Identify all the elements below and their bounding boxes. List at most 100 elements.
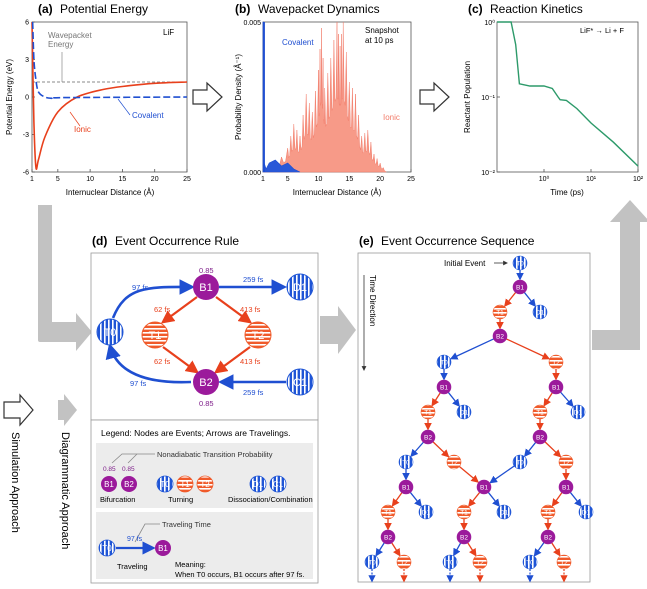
panel-a-xtick-label: 1 (30, 176, 34, 183)
tree-node: T1 (540, 504, 556, 520)
tree-node-circle (380, 529, 396, 545)
snapshot-time: at 10 ps (365, 36, 393, 45)
tree-node: B2 (540, 529, 556, 545)
tree-node-label: T0 (368, 560, 376, 567)
tree-node-circle (446, 454, 462, 470)
tree-edge (409, 492, 422, 507)
diagrammatic-approach-label: Diagrammatic Approach (59, 432, 71, 549)
arrow-d-to-e (320, 306, 356, 354)
tree-node: B2 (492, 328, 508, 344)
tree-node-label: B1 (480, 485, 488, 492)
tree-node-label: T0 (516, 460, 524, 467)
wavepacket-energy-label: Wavepacket Energy (48, 31, 94, 49)
tree-node: B1 (436, 379, 452, 395)
panel-a-xtick-label: 5 (56, 176, 60, 183)
legend-node-b2-label: B2 (124, 480, 134, 489)
tree-node: T1 (456, 504, 472, 520)
node-t2-label: T2 (252, 330, 265, 342)
tree-node-label: T1 (496, 310, 504, 317)
tree-node-label: B2 (424, 435, 432, 442)
tree-edge (506, 338, 551, 360)
tree-node-circle (522, 554, 538, 570)
ionic-density-area (262, 21, 387, 173)
tree-node-label: B2 (460, 535, 468, 542)
panel-b-xtick-label: 1 (261, 176, 265, 183)
panel-b: (b) Wavepacket Dynamics Probability Dens… (234, 2, 415, 197)
tree-node-label: D1 (422, 510, 431, 517)
tree-node-label: T0 (526, 560, 534, 567)
initial-event-label: Initial Event (444, 259, 486, 268)
tree-node-label: T1 (536, 410, 544, 417)
node-c1: C1 (286, 368, 314, 396)
tree-edge (375, 542, 385, 557)
tree-node-circle (558, 454, 574, 470)
tree-node-label: T0 (402, 460, 410, 467)
tree-node-circle (532, 304, 548, 320)
legend-prob1: 0.85 (103, 466, 116, 473)
legend-meaning-text: When T0 occurs, B1 occurs after 97 fs. (175, 570, 305, 579)
tree-node-circle (420, 429, 436, 445)
panel-d-letter: (d) (92, 234, 107, 248)
tree-edge (504, 292, 517, 307)
panel-a-ytick-label: 6 (25, 20, 29, 27)
panel-e-letter: (e) (359, 234, 374, 248)
legend-arrow-area (96, 512, 313, 579)
tree-node: B1 (476, 479, 492, 495)
time-b1-t2: 413 fs (240, 305, 261, 314)
node-b1-label: B1 (199, 282, 212, 294)
arrow-diagrammatic (58, 394, 77, 426)
panel-b-xlabel: Internuclear Distance (Å) (293, 188, 382, 197)
legend: Legend: Nodes are Events; Arrows are Tra… (90, 419, 319, 584)
tree-node: B2 (532, 429, 548, 445)
tree-edge (489, 465, 515, 484)
wavepacket-energy-line1: Wavepacket (48, 31, 93, 40)
tree-node-circle (548, 354, 564, 370)
arrow-b2-t0 (105, 342, 192, 384)
arrow-b1-t1 (160, 296, 198, 324)
panel-c: (c) Reaction Kinetics Reactant Populatio… (463, 2, 644, 197)
tree-node-label: T1 (460, 510, 468, 517)
prob-b2: 0.85 (199, 399, 214, 408)
legend-node-t2-label: T2 (200, 480, 210, 489)
arrow-b1-t2 (215, 296, 253, 324)
arrow-b-to-c (419, 81, 450, 113)
legend-node-t2: T2 (196, 475, 214, 493)
tree-node: T2 (446, 454, 462, 470)
panel-d: (d) Event Occurrence Rule 97 fs 97 fs 25… (90, 234, 319, 421)
tree-node: D1 (496, 504, 512, 520)
tree-node-circle (456, 504, 472, 520)
tree-node: T0 (512, 454, 528, 470)
tree-edge (544, 441, 562, 458)
panel-a-letter: (a) (38, 2, 53, 16)
panel-c-title: Reaction Kinetics (490, 2, 583, 16)
tree-node: B2 (380, 529, 396, 545)
tree-node: T1 (492, 304, 508, 320)
panel-c-xtick-label: 10⁰ (539, 175, 550, 183)
leader-time (134, 523, 160, 543)
arrow-t1-b2 (162, 346, 200, 374)
tree-node-circle (532, 404, 548, 420)
time-b1-d1: 259 fs (243, 275, 264, 284)
panel-c-ytick-label: 10⁰ (484, 19, 495, 27)
tree-node-label: T1 (424, 410, 432, 417)
time-t2-b2: 413 fs (240, 357, 261, 366)
tree-node-label: T2 (476, 560, 484, 567)
legend-node-t0b: T0 (98, 539, 116, 557)
tree-edge (560, 391, 574, 408)
panel-b-curves (262, 21, 387, 173)
legend-node-b1: B1 (101, 476, 117, 492)
covalent-curve (31, 21, 188, 100)
tree-node: T0 (512, 255, 528, 271)
tree-edge (569, 492, 582, 507)
arrow-t2-b2 (213, 346, 251, 374)
legend-node-t0b-label: T0 (102, 544, 112, 553)
panel-e: (e) Event Occurrence Sequence Initial Ev… (357, 234, 594, 583)
node-c1-label: C1 (293, 377, 307, 389)
legend-dissociation: Dissociation/Combination (228, 495, 313, 504)
node-b2-label: B2 (199, 377, 212, 389)
arrow-a-to-d (38, 205, 92, 351)
arrow-t0-b1 (111, 279, 196, 319)
tree-node-circle (492, 328, 508, 344)
legend-node-d1: D1 (249, 475, 267, 493)
ionic-curve (31, 21, 188, 170)
